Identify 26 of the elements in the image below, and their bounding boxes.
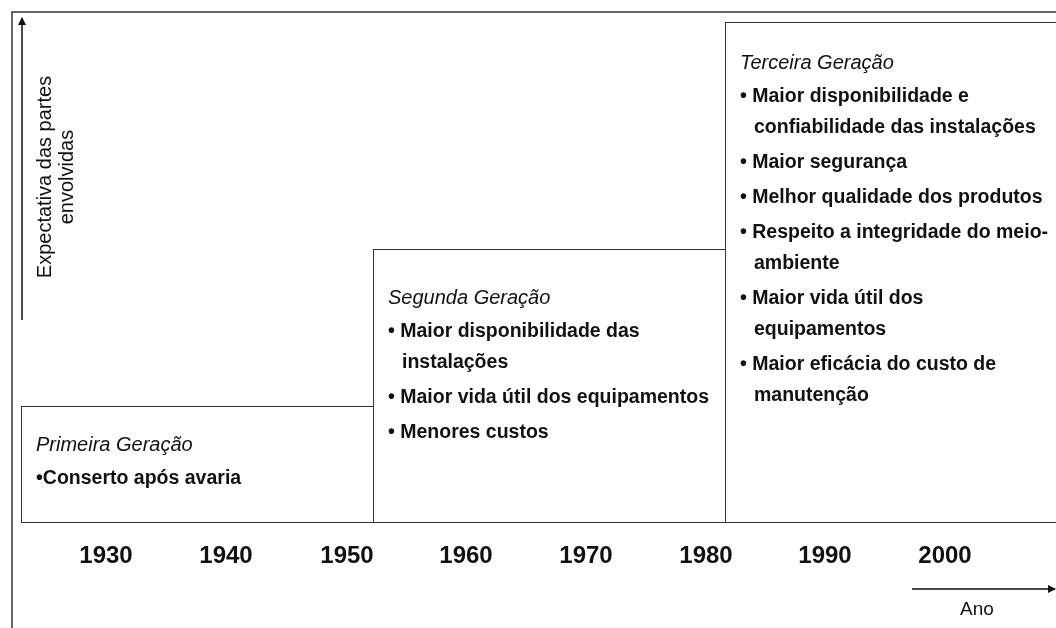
year-label: 1930 — [79, 541, 133, 569]
year-label: 1970 — [559, 541, 613, 569]
bullet-item: • Maior vida útil dos equipamentos — [388, 384, 711, 409]
generation-box — [21, 406, 374, 523]
year-label: 2000 — [918, 541, 972, 569]
generation-title: Segunda Geração — [388, 286, 551, 309]
bullet-item: •Conserto após avaria — [36, 465, 243, 490]
generation-box — [373, 249, 726, 523]
year-label: 1990 — [798, 541, 852, 569]
bullet-item: • Maior vida útil dos equipamentos — [740, 285, 925, 341]
axis-label: Expectativa das partes envolvidas — [33, 74, 77, 281]
generation-box — [725, 22, 1056, 523]
year-label: 1950 — [320, 541, 374, 569]
bullet-item: • Melhor qualidade dos produtos — [740, 184, 1044, 209]
bullet-item: • Maior disponibilidade das instalações — [388, 318, 641, 374]
year-label: 1960 — [439, 541, 493, 569]
bullet-item: • Respeito a integridade do meio-ambiente — [740, 219, 1050, 275]
bullet-item: • Menores custos — [388, 419, 550, 444]
generation-title: Terceira Geração — [740, 51, 894, 74]
generation-title: Primeira Geração — [36, 433, 193, 456]
year-label: 1980 — [679, 541, 733, 569]
bullet-item: • Maior eficácia do custo de manutenção — [740, 351, 998, 407]
bullet-item: • Maior segurança — [740, 149, 909, 174]
bullet-item: • Maior disponibilidade e confiabilidade das instalações — [740, 83, 1037, 139]
axis-label: Ano — [960, 598, 994, 620]
year-label: 1940 — [199, 541, 253, 569]
